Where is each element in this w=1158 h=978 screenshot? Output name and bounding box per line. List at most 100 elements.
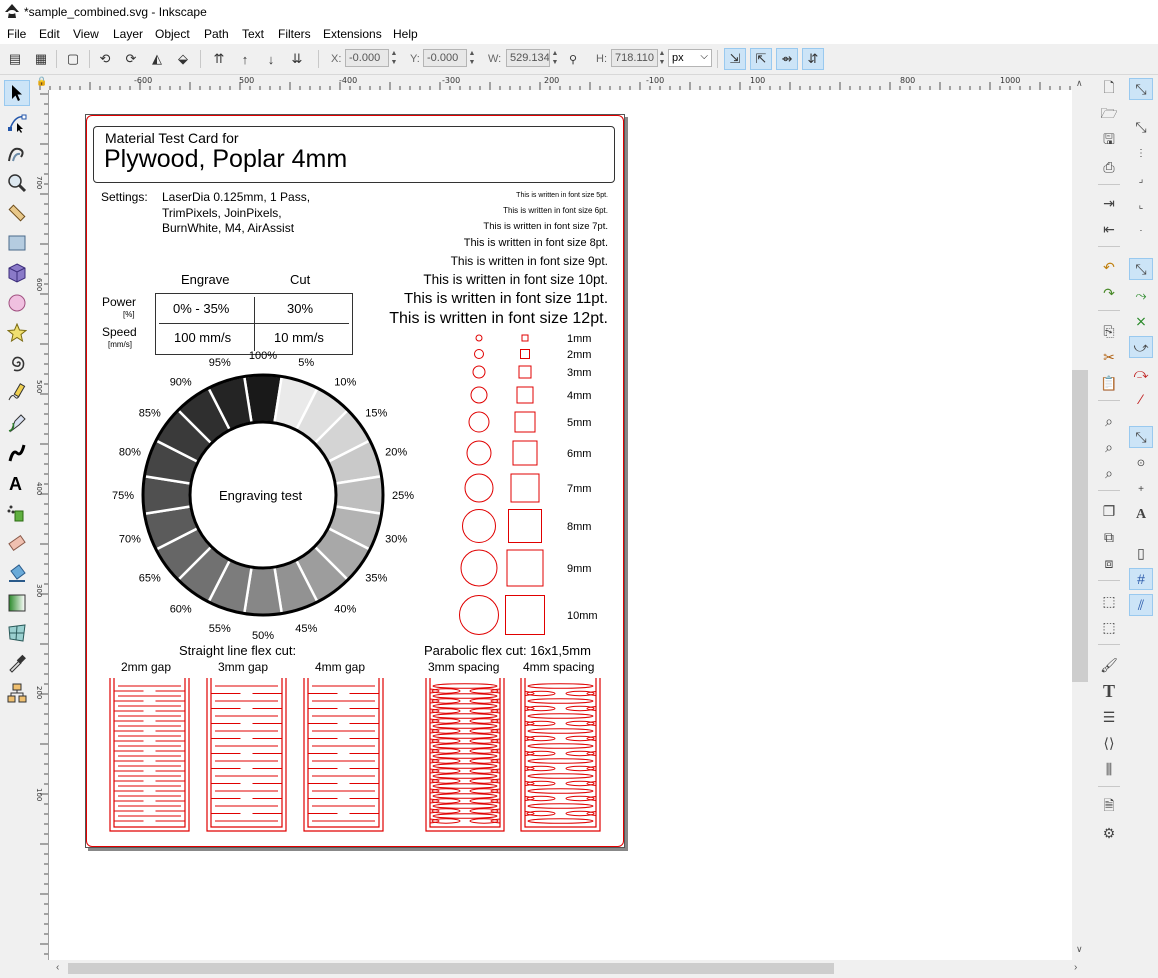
export-icon[interactable]: ⇤	[1103, 220, 1115, 237]
paint-bucket-tool-icon[interactable]	[4, 560, 30, 586]
text-tool-icon[interactable]: A	[4, 470, 30, 496]
snap-others-icon[interactable]: ⤡	[1129, 426, 1153, 448]
align-distribute-icon[interactable]: ⫼	[1105, 760, 1113, 777]
lower-icon[interactable]: ↓	[267, 51, 275, 67]
zoom-drawing-icon[interactable]: ⌕	[1105, 438, 1113, 455]
snap-bbox-midpoints-icon[interactable]: ⌞	[1138, 199, 1144, 211]
y-field[interactable]: -0.000	[423, 49, 467, 67]
unlink-clone-icon[interactable]: ⧈	[1104, 554, 1114, 571]
clone-icon[interactable]: ⧉	[1104, 528, 1114, 545]
ellipse-tool-icon[interactable]	[4, 290, 30, 316]
zoom-tool-icon[interactable]	[4, 170, 30, 196]
copy-icon[interactable]: ⎘	[1103, 322, 1115, 339]
snap-page-border-icon[interactable]: ▯	[1137, 544, 1145, 561]
paste-icon[interactable]: 📋	[1100, 374, 1118, 391]
snap-bbox-icon[interactable]: ⤡	[1135, 118, 1147, 135]
horizontal-scroll-thumb[interactable]	[68, 963, 834, 974]
lower-to-bottom-icon[interactable]: ⇊	[291, 51, 303, 66]
menu-filters[interactable]: Filters	[278, 27, 311, 41]
unit-select[interactable]: px⌵	[668, 49, 712, 67]
dropper-tool-icon[interactable]	[4, 650, 30, 676]
snap-cusp-nodes-icon[interactable]: ⤻	[1129, 336, 1153, 358]
w-spinner[interactable]: ▲▼	[551, 50, 559, 66]
select-all-layers-icon[interactable]: ▦	[34, 51, 48, 66]
lock-ratio-icon[interactable]: ⚲	[568, 53, 578, 66]
cut-icon[interactable]: ✂	[1103, 348, 1115, 365]
snap-text-baseline-icon[interactable]: A	[1135, 507, 1147, 522]
rotate-cw-icon[interactable]: ⟳	[125, 51, 137, 66]
move-patterns-icon[interactable]: ⇵	[802, 48, 824, 70]
duplicate-icon[interactable]: ❐	[1102, 502, 1116, 519]
snap-enable-icon[interactable]: ⤡	[1129, 78, 1153, 100]
connector-tool-icon[interactable]	[4, 680, 30, 706]
snap-bbox-corners-icon[interactable]: ⌟	[1138, 173, 1144, 185]
snap-nodes-icon[interactable]: ⤡	[1129, 258, 1153, 280]
zoom-selection-icon[interactable]: ⌕	[1105, 412, 1113, 429]
eraser-tool-icon[interactable]	[4, 530, 30, 556]
layers-icon[interactable]: ☰	[1102, 708, 1116, 725]
raise-icon[interactable]: ↑	[241, 51, 249, 67]
mesh-tool-icon[interactable]	[4, 620, 30, 646]
snap-object-centers-icon[interactable]: ⊙	[1136, 457, 1146, 469]
h-spinner[interactable]: ▲▼	[658, 50, 666, 66]
print-icon[interactable]: ⎙	[1103, 158, 1115, 175]
x-field[interactable]: -0.000	[345, 49, 389, 67]
snap-smooth-nodes-icon[interactable]: ⤼	[1133, 364, 1149, 381]
horizontal-ruler[interactable]: 🔒 -600 500 -400 -300 200 -100 100 800 10…	[34, 76, 1072, 91]
y-spinner[interactable]: ▲▼	[468, 50, 476, 66]
menu-extensions[interactable]: Extensions	[323, 27, 382, 41]
spray-tool-icon[interactable]	[4, 500, 30, 526]
horizontal-scrollbar[interactable]: ‹ ›	[34, 960, 1088, 978]
snap-bbox-edges-icon[interactable]: ⋮	[1136, 147, 1146, 159]
zoom-page-icon[interactable]: ⌕	[1105, 464, 1113, 481]
text-font-icon[interactable]: T	[1102, 680, 1115, 701]
snap-line-midpoints-icon[interactable]: ⁄	[1139, 391, 1143, 407]
calligraphy-tool-icon[interactable]	[4, 440, 30, 466]
raise-to-top-icon[interactable]: ⇈	[213, 51, 225, 66]
snap-grids-icon[interactable]: #	[1129, 568, 1153, 590]
redo-icon[interactable]: ↷	[1103, 284, 1115, 301]
menu-help[interactable]: Help	[393, 27, 418, 41]
flip-horizontal-icon[interactable]: ◭	[152, 51, 162, 66]
gradient-tool-icon[interactable]	[4, 590, 30, 616]
undo-icon[interactable]: ↶	[1103, 258, 1115, 275]
scale-corners-icon[interactable]: ⇱	[750, 48, 772, 70]
menu-object[interactable]: Object	[155, 27, 190, 41]
h-field[interactable]: 718.110	[611, 49, 658, 67]
scroll-down-icon[interactable]: ∨	[1076, 944, 1083, 954]
new-document-icon[interactable]: 🗋	[1103, 79, 1115, 95]
x-spinner[interactable]: ▲▼	[390, 50, 398, 66]
menu-layer[interactable]: Layer	[113, 27, 144, 41]
deselect-icon[interactable]: ▢	[66, 51, 80, 66]
menu-file[interactable]: File	[7, 27, 27, 41]
group-icon[interactable]: ⬚	[1102, 592, 1116, 609]
scroll-up-icon[interactable]: ∧	[1076, 78, 1083, 88]
star-tool-icon[interactable]	[4, 320, 30, 346]
drawing-canvas[interactable]: Material Test Card for Plywood, Poplar 4…	[49, 90, 1072, 960]
snap-paths-icon[interactable]: ⤳	[1135, 286, 1147, 303]
move-gradients-icon[interactable]: ⇴	[776, 48, 798, 70]
import-icon[interactable]: ⇥	[1103, 194, 1115, 211]
selector-tool-icon[interactable]	[4, 80, 30, 106]
vertical-scroll-thumb[interactable]	[1072, 370, 1088, 682]
menu-view[interactable]: View	[73, 27, 99, 41]
scroll-right-icon[interactable]: ›	[1074, 962, 1078, 973]
document-properties-icon[interactable]: 🗎	[1103, 797, 1115, 813]
node-tool-icon[interactable]	[4, 110, 30, 136]
menu-text[interactable]: Text	[242, 27, 265, 41]
preferences-icon[interactable]: ⚙	[1102, 824, 1116, 841]
open-document-icon[interactable]: 🗁	[1100, 105, 1118, 121]
snap-rotation-centers-icon[interactable]: +	[1138, 483, 1144, 495]
select-all-icon[interactable]: ▤	[8, 51, 22, 66]
w-field[interactable]: 529.134	[506, 49, 550, 67]
document-page[interactable]: Material Test Card for Plywood, Poplar 4…	[85, 114, 625, 848]
snap-intersections-icon[interactable]: ⨯	[1135, 312, 1147, 329]
save-icon[interactable]: 🖫	[1103, 131, 1115, 147]
snap-bbox-centers-icon[interactable]: ⋅	[1139, 225, 1143, 237]
menu-edit[interactable]: Edit	[39, 27, 60, 41]
pen-tool-icon[interactable]	[4, 410, 30, 436]
scale-stroke-icon[interactable]: ⇲	[724, 48, 746, 70]
snap-guides-icon[interactable]: ⫽	[1129, 594, 1153, 616]
xml-editor-icon[interactable]: ⟨⟩	[1103, 734, 1115, 751]
measure-tool-icon[interactable]	[4, 200, 30, 226]
